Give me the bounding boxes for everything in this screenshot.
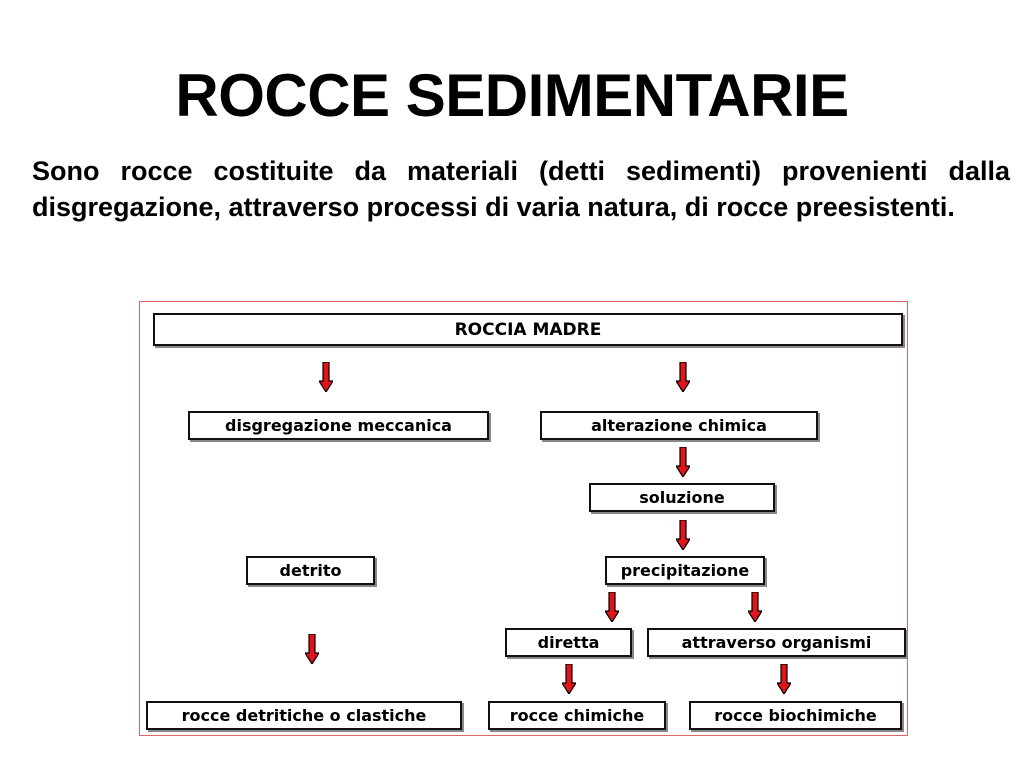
node-alterazione-chimica: alterazione chimica	[540, 411, 818, 440]
diagram-frame	[139, 301, 908, 736]
node-diretta: diretta	[505, 628, 632, 657]
arrow-precipitazione-to-diretta	[605, 592, 619, 622]
arrow-madre-to-disgregazione	[319, 362, 333, 392]
arrow-madre-to-alterazione	[676, 362, 690, 392]
arrow-alterazione-to-soluzione	[676, 447, 690, 477]
node-rocce-chimiche: rocce chimiche	[488, 701, 666, 730]
arrow-organismi-to-biochimiche	[777, 664, 791, 694]
node-disgregazione-meccanica: disgregazione meccanica	[188, 411, 489, 440]
node-rocce-biochimiche: rocce biochimiche	[689, 701, 902, 730]
arrow-detrito-to-detritiche	[305, 634, 319, 664]
node-rocce-detritiche: rocce detritiche o clastiche	[146, 701, 462, 730]
node-soluzione: soluzione	[589, 483, 775, 512]
slide-title: ROCCE SEDIMENTARIE	[175, 62, 849, 129]
arrow-diretta-to-chimiche	[562, 664, 576, 694]
intro-paragraph: Sono rocce costituite da materiali (dett…	[32, 153, 1010, 225]
intro-text: Sono rocce costituite da materiali (dett…	[32, 156, 1010, 222]
intro-period: .	[947, 192, 955, 222]
arrow-precipitazione-to-organismi	[748, 592, 762, 622]
node-detrito: detrito	[246, 556, 375, 585]
node-precipitazione: precipitazione	[605, 556, 765, 585]
node-attraverso-organismi: attraverso organismi	[647, 628, 906, 657]
arrow-soluzione-to-precipitazione	[676, 520, 690, 550]
node-roccia-madre: ROCCIA MADRE	[153, 313, 903, 346]
